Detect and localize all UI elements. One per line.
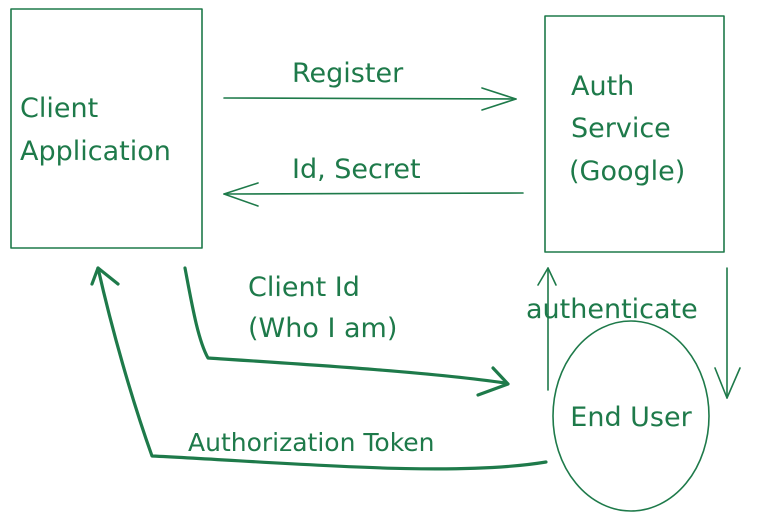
id-secret-label: Id, Secret bbox=[292, 154, 421, 185]
client-id-label-line2: (Who I am) bbox=[248, 313, 397, 344]
client-id-label-line1: Client Id bbox=[248, 272, 360, 303]
end-user-node: End User bbox=[552, 320, 710, 512]
client-application-node: Client Application bbox=[10, 8, 203, 249]
register-label: Register bbox=[292, 58, 404, 89]
authorization-token-arrow: Authorization Token bbox=[90, 266, 548, 471]
id-secret-arrow: Id, Secret bbox=[223, 154, 524, 207]
auth-service-label-line3: (Google) bbox=[569, 156, 685, 187]
authenticate-label: authenticate bbox=[526, 294, 698, 325]
client-application-label-line2: Application bbox=[20, 136, 171, 167]
client-application-label-line1: Client bbox=[20, 93, 98, 124]
end-user-label: End User bbox=[570, 402, 692, 433]
register-arrow: Register bbox=[223, 58, 517, 111]
authenticate-arrows: authenticate bbox=[526, 267, 741, 399]
auth-service-node: Auth Service (Google) bbox=[544, 15, 725, 253]
auth-service-label-line1: Auth bbox=[571, 71, 634, 102]
auth-service-label-line2: Service bbox=[571, 113, 671, 144]
authorization-token-label: Authorization Token bbox=[188, 428, 435, 457]
client-id-arrow: Client Id (Who I am) bbox=[183, 266, 510, 397]
